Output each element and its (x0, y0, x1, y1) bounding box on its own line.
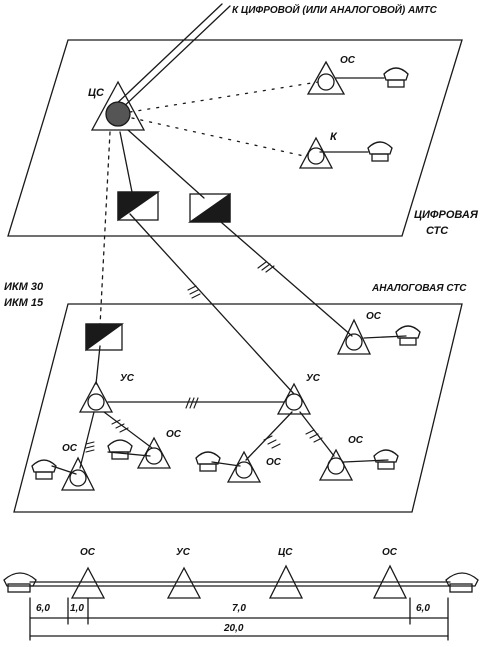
analog-us-right (276, 382, 312, 415)
link-os-phone-a3 (107, 451, 151, 457)
chain-node-label-4: ОС (382, 547, 397, 558)
amts-trunk-line (111, 3, 223, 109)
us-right-label: УС (306, 373, 320, 384)
analog-os-top-right-label: ОС (366, 311, 381, 322)
analog-os-mid-left (136, 436, 172, 469)
analog-os-right (318, 448, 354, 481)
digital-k-label: К (330, 131, 337, 143)
dim-label-1: 6,0 (36, 603, 50, 614)
digital-os-node (306, 60, 346, 95)
dim-label-2: 1,0 (70, 603, 84, 614)
analog-plane-label: АНАЛОГОВАЯ СТС (372, 283, 467, 294)
link-cs-k (131, 117, 305, 157)
phone-icon (383, 67, 409, 88)
os-right-label: ОС (348, 435, 363, 446)
chain-node-label-1: ОС (80, 547, 95, 558)
link-us-os-left (79, 411, 95, 469)
analog-plane (13, 303, 463, 513)
top-link-label: К ЦИФРОВОЙ (ИЛИ АНАЛОГОВОЙ) АМТС (232, 5, 437, 16)
bottom-chain (3, 564, 479, 641)
phone-icon (31, 459, 57, 480)
ikm15-label: ИКМ 15 (4, 297, 44, 309)
phone-icon (367, 141, 393, 162)
digital-os-label: ОС (340, 55, 355, 66)
amts-trunk-line-2 (117, 5, 231, 113)
mux-box-2 (187, 192, 231, 223)
os-left-label: ОС (62, 443, 77, 454)
link-usr-os-midright (245, 411, 293, 461)
dim-label-3: 7,0 (232, 603, 246, 614)
digital-cs-node (90, 80, 146, 131)
dim-label-4: 6,0 (416, 603, 430, 614)
mux-box-1 (117, 191, 161, 222)
phone-icon (107, 439, 133, 460)
trunk-ticks (85, 261, 323, 453)
analog-os-mid-right (226, 450, 262, 483)
phone-icon (3, 572, 37, 593)
link-cs-ikm (99, 131, 111, 327)
digital-cs-label: ЦС (88, 87, 104, 99)
link-ikm-us (95, 345, 101, 385)
link-os-phone-a5 (343, 459, 389, 463)
os-mid-right-label: ОС (266, 457, 281, 468)
link-mux1-us (129, 213, 295, 395)
link-mux2-os (213, 215, 353, 337)
link-cs-mux2 (119, 131, 133, 193)
link-cs-mux1 (127, 129, 205, 199)
phone-icon (373, 449, 399, 470)
us-left-label: УС (120, 373, 134, 384)
dim-total-label: 20,0 (224, 623, 244, 634)
ikm30-label: ИКМ 30 (4, 281, 44, 293)
link-us-os-mid (103, 411, 153, 449)
chain-node-label-3: ЦС (278, 547, 293, 558)
digital-k-node (298, 136, 334, 169)
analog-us-left (78, 380, 114, 413)
link-os-phone-a1 (363, 335, 407, 339)
analog-os-top-right (336, 318, 372, 355)
digital-plane (7, 39, 463, 237)
phone-icon (195, 451, 221, 472)
os-mid-left-label: ОС (166, 429, 181, 440)
digital-plane-label-1: ЦИФРОВАЯ (414, 209, 478, 221)
analog-os-left (60, 456, 96, 491)
phone-icon (395, 325, 421, 346)
chain-node-label-2: УС (176, 547, 190, 558)
ikm-box (85, 323, 125, 352)
link-cs-os (129, 81, 319, 113)
digital-plane-label-2: СТС (426, 225, 449, 237)
link-os-phone-a4 (211, 461, 241, 467)
phone-icon (445, 572, 479, 593)
